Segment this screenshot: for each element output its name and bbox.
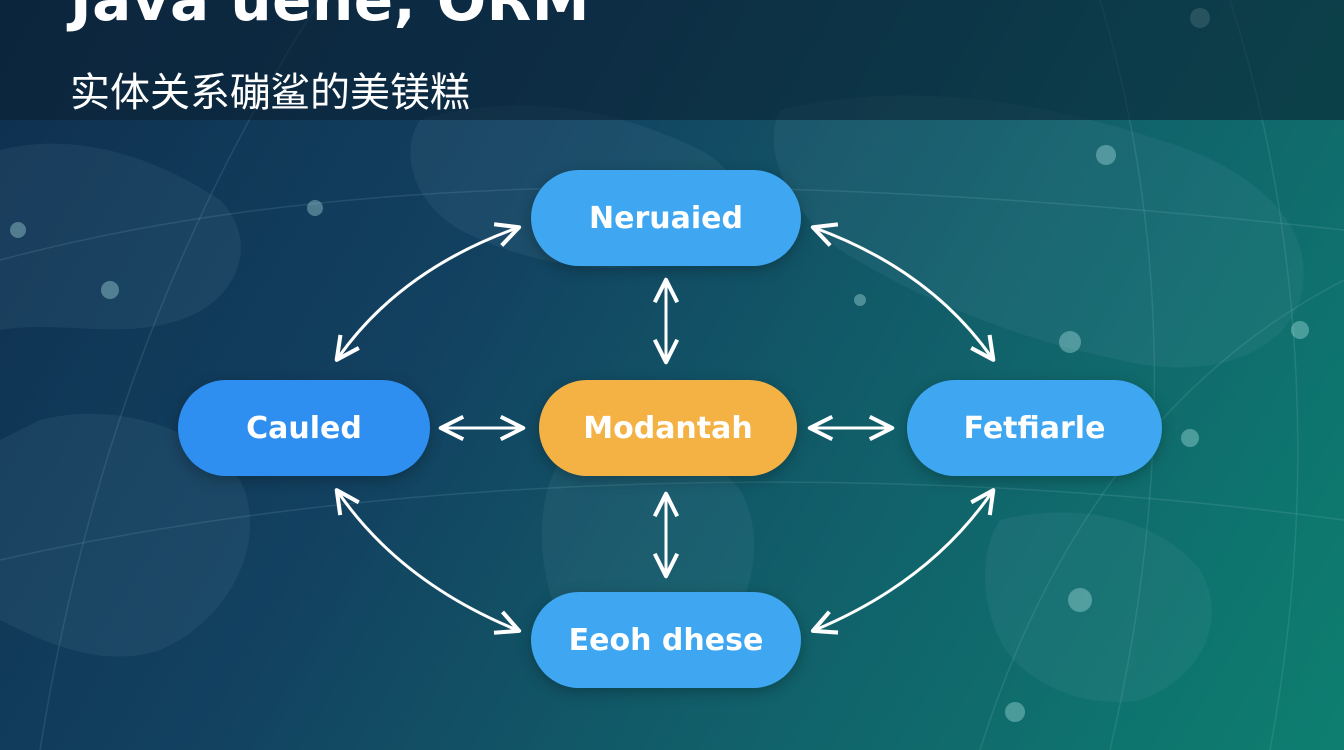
node-top: Neruaied: [531, 170, 801, 266]
node-left: Cauled: [178, 380, 430, 476]
header-band: Java uene, ORM 实体关系磞鲨的美镁糕: [0, 0, 1344, 120]
page-title: Java uene, ORM: [70, 0, 591, 34]
page-subtitle: 实体关系磞鲨的美镁糕: [70, 70, 470, 116]
node-center: Modantah: [539, 380, 797, 476]
node-right: Fetfiarle: [907, 380, 1162, 476]
node-bottom: Eeoh dhese: [531, 592, 801, 688]
